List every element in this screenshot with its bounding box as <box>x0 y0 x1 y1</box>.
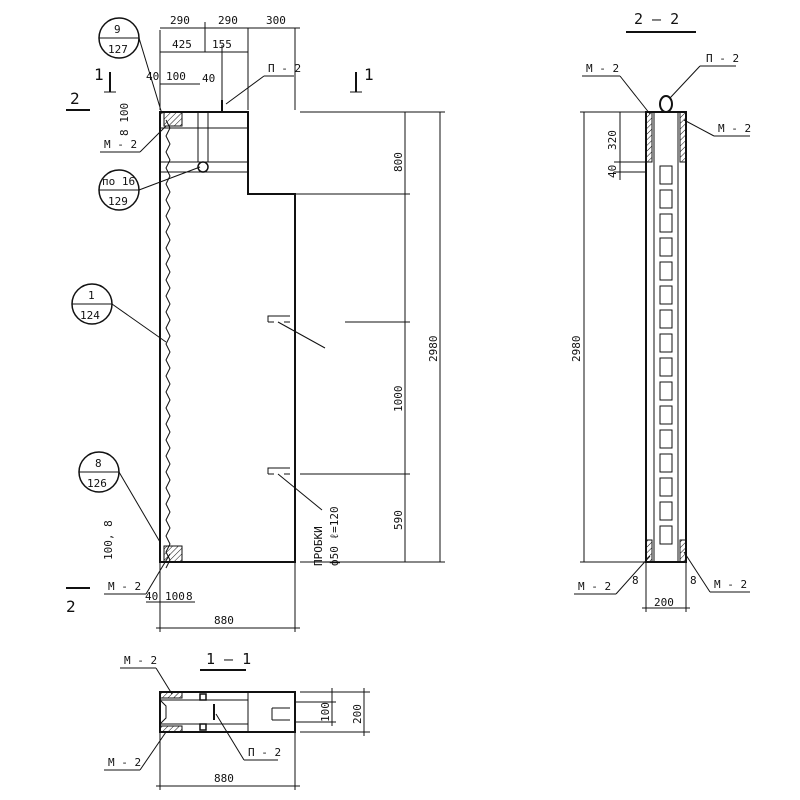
dim-200-side: 200 <box>654 596 674 609</box>
m2-bot-label: М - 2 <box>108 580 141 593</box>
plugs-label: ПРОБКИ <box>312 526 325 566</box>
dim-590: 590 <box>392 510 405 530</box>
dim-100-sec: 100 <box>319 702 332 722</box>
cut2-top: 2 <box>70 89 80 108</box>
plugs-spec: ф50 ℓ=120 <box>328 506 341 566</box>
dim-155: 155 <box>212 38 232 51</box>
callout-9: 9 127 <box>98 17 163 115</box>
dim-2980: 2980 <box>427 336 440 363</box>
m2-side-bot-right: М - 2 <box>714 578 747 591</box>
cut1-left: 1 <box>94 65 104 84</box>
plug-section <box>271 707 290 721</box>
section-22-title: 2 – 2 <box>634 10 679 28</box>
svg-text:1: 1 <box>88 289 95 302</box>
p2-sec: П - 2 <box>248 746 281 759</box>
section-1-1: 1 – 1 100 200 880 М - 2 М - 2 П - 2 <box>104 650 370 790</box>
dim-40-top: 40 <box>146 70 159 83</box>
dim-100-bot: 100 <box>165 590 185 603</box>
svg-text:8: 8 <box>95 457 102 470</box>
m2-side-bot-left: М - 2 <box>578 580 611 593</box>
p2-top-label: П - 2 <box>268 62 301 75</box>
dim-2980-side: 2980 <box>570 336 583 363</box>
svg-text:129: 129 <box>108 195 128 208</box>
callout-1: 1 124 <box>71 283 167 343</box>
section-markers: 2 2 1 1 <box>66 65 374 616</box>
m2-top-label: М - 2 <box>104 138 137 151</box>
p2-side-label: П - 2 <box>706 52 739 65</box>
dim-290b: 290 <box>218 14 238 27</box>
section-11-title: 1 – 1 <box>206 650 251 668</box>
dim-8-100-left: 8 100 <box>118 103 131 136</box>
callout-8: 8 126 <box>78 451 161 543</box>
dim-8-left-side: 8 <box>632 574 639 587</box>
dim-40-side: 40 <box>606 165 619 178</box>
svg-text:9: 9 <box>114 23 121 36</box>
dim-200-sec: 200 <box>351 704 364 724</box>
m2-sec-top: М - 2 <box>124 654 157 667</box>
dim-300: 300 <box>266 14 286 27</box>
svg-text:126: 126 <box>87 477 107 490</box>
m2-side-top-right: М - 2 <box>718 122 751 135</box>
dim-1000: 1000 <box>392 386 405 413</box>
svg-text:127: 127 <box>108 43 128 56</box>
dim-320-side: 320 <box>606 130 619 150</box>
dim-880-main: 880 <box>214 614 234 627</box>
embedded-plate-bottom <box>163 545 183 563</box>
dim-8-right-side: 8 <box>690 574 697 587</box>
loop-p2-side <box>659 95 673 113</box>
dim-100-8-top: 100 <box>166 70 186 83</box>
right-dimensions: 800 1000 590 2980 ПРОБКИ ф50 ℓ=120 <box>250 111 445 566</box>
lifting-hole <box>197 161 209 173</box>
top-dimensions: 290 290 300 425 155 40 100 40 <box>146 14 300 110</box>
cut2-bottom: 2 <box>66 597 76 616</box>
dim-425: 425 <box>172 38 192 51</box>
section-2-2: 2 – 2 2980 320 40 200 8 8 М - 2 П - 2 М <box>570 10 751 612</box>
cut1-right: 1 <box>364 65 374 84</box>
dim-40-top2: 40 <box>202 72 215 85</box>
dim-40-bot: 40 <box>145 590 158 603</box>
corrugated-edge <box>165 119 171 569</box>
main-elevation <box>159 100 326 569</box>
m2-sec-bot: М - 2 <box>108 756 141 769</box>
bottom-dimensions: 880 40 100 8 100, 8 8 100 <box>102 103 300 632</box>
panel-outline <box>159 111 296 563</box>
embedded-plate-top <box>163 111 183 127</box>
dim-880-sec: 880 <box>214 772 234 785</box>
plug-lower <box>267 467 290 475</box>
dim-100-8-left: 100, 8 <box>102 520 115 560</box>
svg-text:124: 124 <box>80 309 100 322</box>
dim-290a: 290 <box>170 14 190 27</box>
m2-side-top-left: М - 2 <box>586 62 619 75</box>
dim-800: 800 <box>392 152 405 172</box>
dim-8-bot: 8 <box>186 590 193 603</box>
svg-text:по 16: по 16 <box>102 175 135 188</box>
plug-upper <box>267 315 290 323</box>
callout-po16: по 16 129 <box>98 166 201 211</box>
main-labels: М - 2 М - 2 П - 2 <box>100 62 301 595</box>
